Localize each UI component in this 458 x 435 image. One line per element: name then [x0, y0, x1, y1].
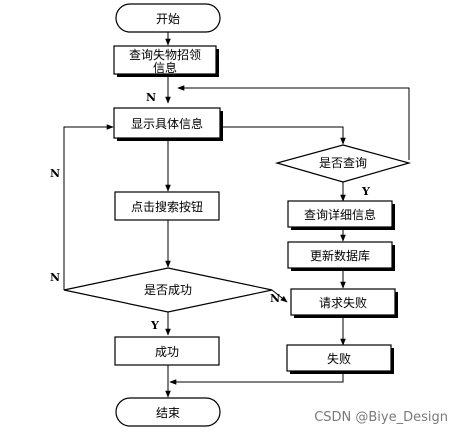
node-fail: 失败 [286, 344, 394, 374]
node-end-label: 结束 [156, 406, 180, 420]
node-request-fail: 请求失败 [290, 288, 398, 318]
node-update-db: 更新数据库 [287, 241, 395, 271]
node-request-fail-label: 请求失败 [319, 295, 367, 310]
node-query-lost: 查询失物招领 信息 [113, 45, 219, 77]
watermark-text: CSDN @Biye_Design [314, 410, 448, 425]
node-is-success-label: 是否成功 [144, 283, 192, 297]
node-is-query: 是否查询 [274, 144, 412, 183]
edge-label-n-left-bottom: N [50, 271, 60, 284]
edge-label-n-right: N [270, 292, 280, 305]
edge-label-n-top: N [146, 91, 156, 104]
node-click-search-label: 点击搜索按钮 [131, 199, 203, 214]
node-query-detail: 查询详细信息 [287, 200, 395, 230]
node-show-detail-label: 显示具体信息 [131, 116, 203, 131]
node-update-db-label: 更新数据库 [310, 248, 370, 263]
edge-show-to-isquery [221, 126, 346, 145]
node-success-label: 成功 [155, 345, 179, 359]
edge-label-y-query: Y [361, 185, 370, 198]
node-query-detail-label: 查询详细信息 [304, 207, 376, 222]
edge-label-n-left-top: N [50, 167, 60, 180]
edge-issuccess-no-loop [63, 124, 114, 290]
edge-isquery-no-loop [177, 85, 410, 160]
node-click-search: 点击搜索按钮 [114, 191, 220, 221]
node-fail-label: 失败 [327, 351, 351, 366]
node-is-success: 是否成功 [63, 267, 273, 313]
edge-issuccess-to-fail [271, 289, 288, 303]
edge-label-y-success: Y [150, 319, 159, 332]
node-start-label: 开始 [156, 12, 180, 26]
node-is-query-label: 是否查询 [319, 156, 367, 170]
node-success: 成功 [114, 336, 220, 366]
node-query-lost-label-2: 信息 [153, 60, 177, 75]
node-query-lost-label: 查询失物招领 [129, 47, 201, 62]
node-start: 开始 [115, 3, 221, 33]
edge-fail-to-end [169, 373, 344, 385]
node-show-detail: 显示具体信息 [113, 107, 223, 141]
node-end: 结束 [115, 397, 221, 427]
